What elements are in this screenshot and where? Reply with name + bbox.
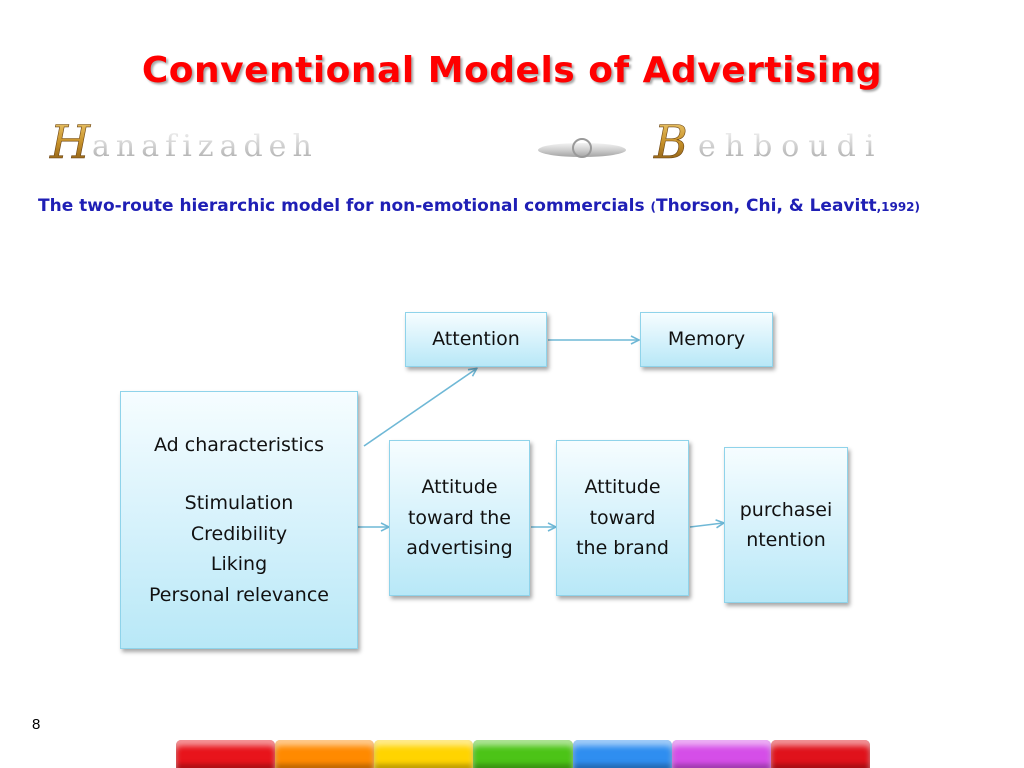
rainbow-segment [572,740,672,768]
node-purchase-line: ntention [746,529,826,551]
node-ad-characteristics: Ad characteristics Stimulation Credibili… [120,391,358,649]
rainbow-segment [275,740,375,768]
svg-text:anafizadeh: anafizadeh [92,129,318,164]
rainbow-segment [671,740,771,768]
slide-title: Conventional Models of Advertising [141,50,883,91]
rainbow-segment [374,740,474,768]
node-attitude-ad-line: toward the [407,506,511,529]
node-ad-item: Liking [210,553,268,576]
subtitle-authors: Thorson, Chi, & Leavitt [656,196,877,216]
diagram-subtitle: The two-route hierarchic model for non-e… [38,196,1018,216]
node-memory: Memory [640,312,773,367]
node-ad-item: Personal relevance [149,583,329,606]
node-attention-label: Attention [432,328,520,351]
node-purchase-line: purchasei [739,498,833,521]
node-ad-item: Credibility [190,522,288,545]
node-ad-spacer [149,460,329,488]
subtitle-main: The two-route hierarchic model for non-e… [38,196,651,216]
svg-text:H: H [49,118,91,168]
svg-text:B: B [653,118,688,168]
node-memory-label: Memory [667,328,746,351]
node-ad-heading: Ad characteristics [154,434,324,457]
node-attitude-toward-advertising: Attitude toward the advertising [389,440,530,596]
rainbow-segment [176,740,276,768]
author-logo: H anafizadeh B ehboudi [48,115,998,170]
page-number: 8 [32,716,41,733]
node-attitude-toward-brand: Attitude toward the brand [556,440,689,596]
node-attitude-brand-line: Attitude [584,476,661,499]
node-ad-item: Stimulation [184,492,294,515]
author-logo-image: H anafizadeh B ehboudi [49,115,883,170]
rainbow-segment [473,740,573,768]
subtitle-paren: ( [650,200,657,214]
edge-ad-to-attention [363,369,476,447]
edge-attitude-brand-to-purchase [689,523,723,527]
node-purchase-intention: purchasei ntention [724,447,848,603]
node-attitude-brand-line: toward [589,506,656,529]
rainbow-footer-bar [176,740,870,768]
node-attitude-brand-line: the brand [576,537,669,560]
node-attitude-ad-line: advertising [406,537,513,560]
node-attention: Attention [405,312,547,367]
rainbow-segment [770,740,870,768]
subtitle-year: ,1992) [876,200,921,214]
node-attitude-ad-line: Attitude [421,476,498,499]
svg-text:ehboudi: ehboudi [698,129,883,164]
